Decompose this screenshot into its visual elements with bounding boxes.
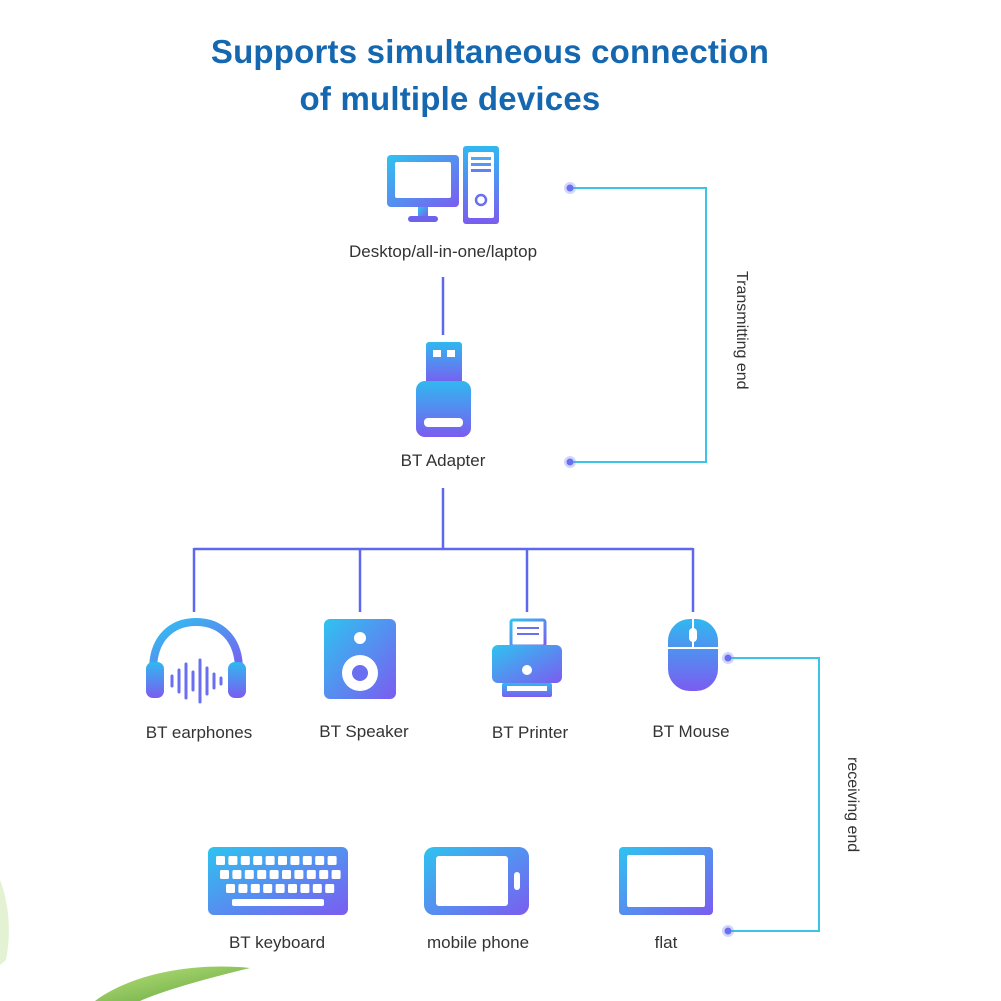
keyboard-key — [257, 870, 267, 879]
phone-label: mobile phone — [426, 933, 530, 952]
keyboard-icon — [208, 847, 348, 915]
keyboard-key — [300, 884, 310, 893]
keyboard-key — [315, 856, 325, 865]
title-line-1: Supports simultaneous connection — [210, 33, 770, 70]
keyboard-key — [238, 884, 248, 893]
keyboard-key — [331, 870, 341, 879]
keyboard-key — [275, 884, 285, 893]
receiving-end-label: receiving end — [844, 757, 861, 853]
keyboard-key — [265, 856, 275, 865]
keyboard-key — [228, 856, 238, 865]
bracket-lines — [570, 187, 820, 932]
keyboard-key — [302, 856, 312, 865]
keyboard-key — [319, 870, 329, 879]
keyboard-key — [282, 870, 291, 879]
keyboard-key — [232, 870, 242, 879]
keyboard-key — [269, 870, 279, 879]
mouse-label: BT Mouse — [652, 722, 730, 741]
headphones-icon — [146, 617, 246, 704]
adapter-label: BT Adapter — [400, 451, 486, 470]
keyboard-key — [226, 884, 235, 893]
transmitting-end-label: Transmitting end — [733, 271, 750, 390]
speaker-label: BT Speaker — [319, 722, 409, 741]
speaker-icon — [324, 619, 396, 699]
keyboard-key — [240, 856, 250, 865]
tree-lines — [192, 277, 695, 612]
keyboard-key — [216, 856, 225, 865]
keyboard-key — [220, 870, 229, 879]
keyboard-key — [312, 884, 322, 893]
printer-icon — [492, 618, 562, 697]
bracket-dots — [564, 182, 734, 937]
keyboard-key — [244, 870, 254, 879]
computer-label: Desktop/all-in-one/laptop — [348, 242, 538, 261]
earphones-label: BT earphones — [145, 723, 253, 742]
keyboard-label: BT keyboard — [228, 933, 326, 952]
tablet-icon — [619, 847, 713, 915]
keyboard-key — [290, 856, 300, 865]
keyboard-key — [253, 856, 263, 865]
tablet-label: flat — [654, 933, 678, 952]
receiving-bracket — [728, 657, 820, 932]
transmitting-bracket — [570, 187, 707, 463]
keyboard-key — [278, 856, 287, 865]
keyboard-key — [327, 856, 337, 865]
mobile-phone-icon — [424, 847, 529, 915]
keyboard-key — [306, 870, 316, 879]
mouse-icon — [668, 619, 718, 691]
usb-adapter-icon — [416, 342, 471, 437]
keyboard-key — [263, 884, 273, 893]
keyboard-key — [250, 884, 260, 893]
printer-label: BT Printer — [491, 723, 569, 742]
keyboard-key — [294, 870, 304, 879]
keyboard-key — [325, 884, 335, 893]
keyboard-key — [288, 884, 297, 893]
title-line-2: of multiple devices — [299, 80, 601, 117]
desktop-computer-icon — [387, 146, 499, 224]
